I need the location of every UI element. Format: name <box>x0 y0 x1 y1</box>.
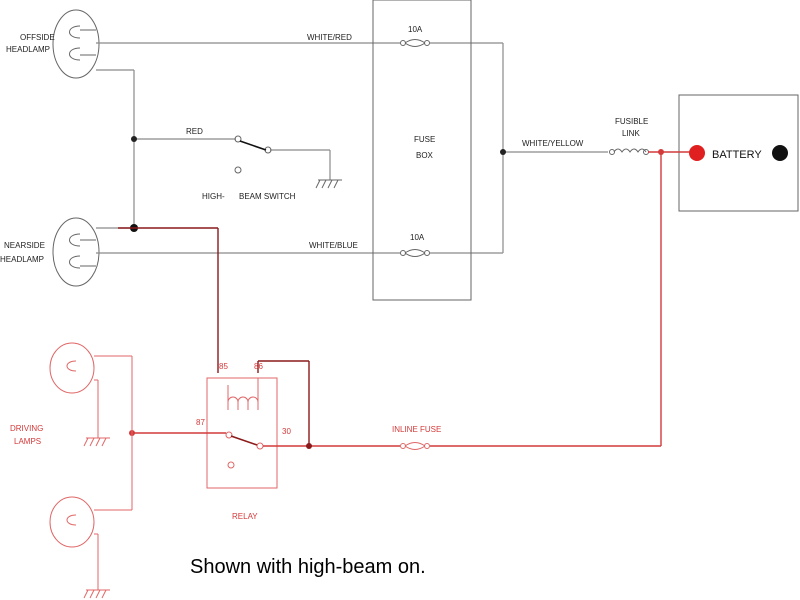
fuse-box-label-2: BOX <box>416 151 434 160</box>
relay-label: RELAY <box>232 512 258 521</box>
high-beam-switch-label-a: HIGH- <box>202 192 225 201</box>
driving-lamp-upper-ground-icon <box>83 437 110 447</box>
relay-pin-87: 87 <box>196 418 205 427</box>
nearside-label-2: HEADLAMP <box>0 255 44 264</box>
fusible-link-label-2: LINK <box>622 129 640 138</box>
red-wire-label: RED <box>186 127 203 136</box>
fusible-link-label-1: FUSIBLE <box>615 117 648 126</box>
relay-contact-30 <box>256 442 264 450</box>
caption: Shown with high-beam on. <box>190 556 426 578</box>
relay-contact-87 <box>225 431 233 439</box>
junction-dot <box>306 443 312 449</box>
high-beam-switch <box>234 135 272 174</box>
battery-negative-terminal <box>772 145 788 161</box>
inline-fuse-icon <box>400 442 430 450</box>
relay-coil-icon <box>227 396 259 410</box>
offside-label-2: HEADLAMP <box>6 45 50 54</box>
driving-lamp-wires <box>132 152 662 447</box>
fuse-top-label: 10A <box>408 25 423 34</box>
offside-headlamp <box>52 9 100 79</box>
relay-pin-86: 86 <box>254 362 263 371</box>
relay-contact-87a <box>227 461 235 469</box>
switch-ground-icon <box>315 179 342 189</box>
high-beam-switch-label-b: BEAM SWITCH <box>239 192 296 201</box>
nearside-headlamp <box>52 217 100 287</box>
nearside-label-1: NEARSIDE <box>4 241 45 250</box>
junction-dot <box>131 136 137 142</box>
junction-dot <box>500 149 506 155</box>
relay-pin-30: 30 <box>282 427 291 436</box>
relay-pin-85: 85 <box>219 362 228 371</box>
battery-positive-terminal <box>689 145 705 161</box>
battery-label: BATTERY <box>712 149 762 161</box>
fuse-box-label-1: FUSE <box>414 135 435 144</box>
relay-trigger-wire <box>118 227 310 446</box>
fusible-link-icon <box>609 148 649 155</box>
white-blue-label: WHITE/BLUE <box>309 241 358 250</box>
fuse-bottom-label: 10A <box>410 233 425 242</box>
offside-label-1: OFFSIDE <box>20 33 55 42</box>
fuse-top-icon <box>400 39 430 47</box>
inline-fuse-label: INLINE FUSE <box>392 425 441 434</box>
white-yellow-label: WHITE/YELLOW <box>522 139 584 148</box>
driving-lamps-label-1: DRIVING <box>10 424 43 433</box>
driving-lamp-lower <box>49 496 132 590</box>
fuse-box <box>372 0 472 301</box>
battery-box <box>678 94 799 212</box>
headlamp-harness-wires <box>96 42 608 254</box>
fuse-bottom-icon <box>400 249 430 257</box>
driving-lamp-upper <box>49 342 133 510</box>
relay-armature <box>230 435 258 446</box>
driving-lamps-label-2: LAMPS <box>14 437 41 446</box>
driving-lamp-lower-ground-icon <box>83 589 110 599</box>
white-red-label: WHITE/RED <box>307 33 352 42</box>
